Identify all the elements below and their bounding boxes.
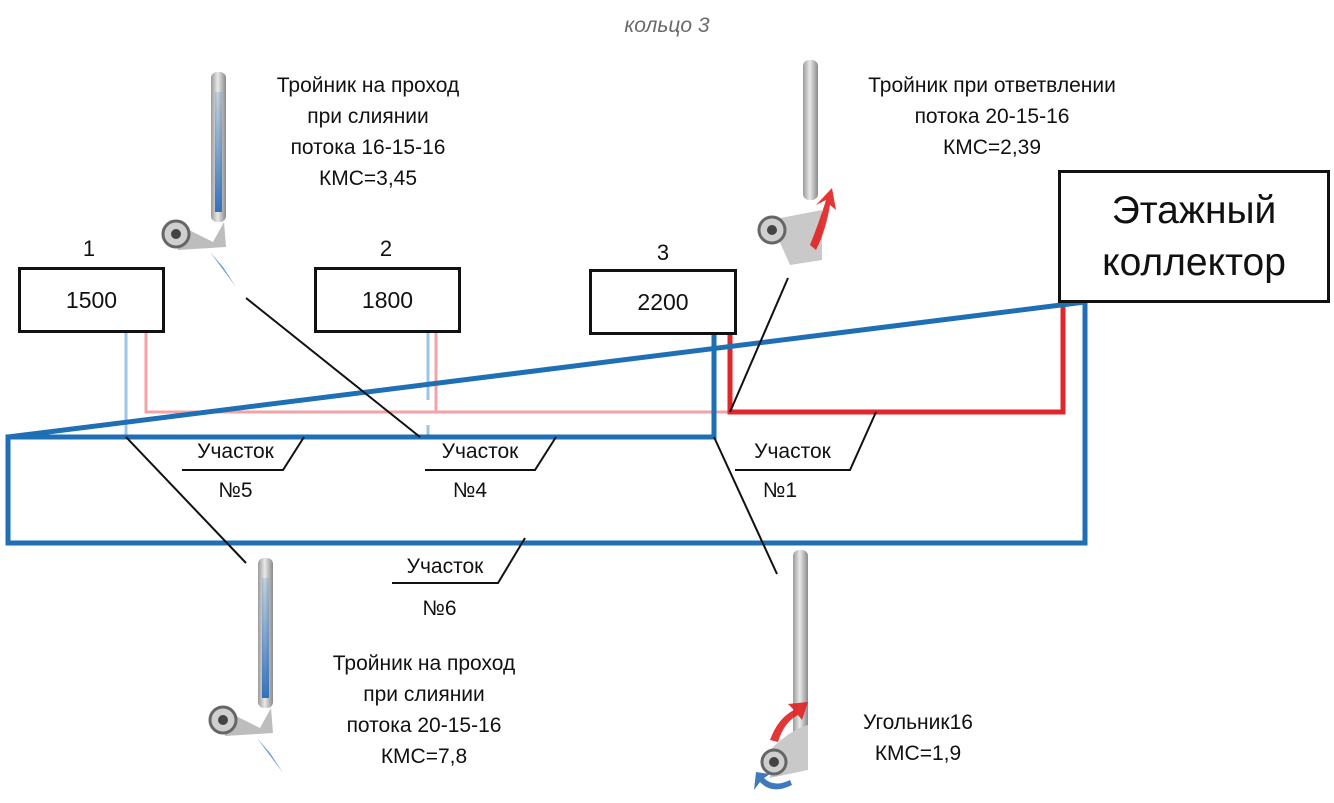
floor-collector: Этажный коллектор: [1058, 170, 1330, 303]
tee-branch-icon: [759, 60, 836, 265]
room-box-3: 2200: [589, 269, 737, 335]
section-5-number: №5: [188, 479, 283, 503]
section-1-label: Участок: [735, 440, 850, 464]
tee-pass-merge-icon-lower: [210, 558, 283, 773]
fitting-2-line2: потока 20-15-16: [832, 101, 1152, 132]
section-6-label: Участок: [392, 555, 498, 579]
fitting-1-line4: КМС=3,45: [248, 163, 488, 194]
fitting-1-line2: при слиянии: [248, 101, 488, 132]
fitting-1-text: Тройник на проход при слиянии потока 16-…: [248, 70, 488, 194]
fitting-2-text: Тройник при ответвлении потока 20-15-16 …: [832, 70, 1152, 163]
section-4-label: Участок: [425, 440, 535, 464]
room-box-2: 1800: [314, 267, 461, 333]
fitting-3-line3: потока 20-15-16: [298, 710, 550, 741]
return-ring-pipe: [8, 302, 1085, 543]
fitting-2-line3: КМС=2,39: [832, 132, 1152, 163]
fitting-4-line1: Угольник16: [838, 707, 998, 738]
leader-lines: [126, 278, 876, 583]
fitting-3-text: Тройник на проход при слиянии потока 20-…: [298, 648, 550, 772]
room-number-3: 3: [643, 240, 683, 266]
fitting-2-line1: Тройник при ответвлении: [832, 70, 1152, 101]
fitting-1-line1: Тройник на проход: [248, 70, 488, 101]
supply-branch-lines: [146, 333, 730, 412]
supply-main-pipe: [730, 302, 1063, 412]
collector-line2: коллектор: [1061, 237, 1327, 289]
section-1-number: №1: [735, 479, 825, 503]
fitting-3-line2: при слиянии: [298, 679, 550, 710]
fitting-4-line2: КМС=1,9: [838, 738, 998, 769]
tee-pass-merge-icon: [163, 72, 236, 287]
section-5-label: Участок: [188, 440, 283, 464]
room-number-1: 1: [69, 236, 109, 262]
fitting-1-line3: потока 16-15-16: [248, 132, 488, 163]
room-box-1: 1500: [18, 267, 165, 333]
fitting-3-line1: Тройник на проход: [298, 648, 550, 679]
room-number-2: 2: [366, 236, 406, 262]
diagram-title: кольцо 3: [0, 14, 1334, 38]
return-branch-lines: [126, 333, 428, 437]
collector-line1: Этажный: [1061, 185, 1327, 237]
elbow-icon: [754, 550, 808, 790]
fitting-3-line4: КМС=7,8: [298, 741, 550, 772]
section-6-number: №6: [392, 597, 487, 621]
fitting-4-text: Угольник16 КМС=1,9: [838, 707, 998, 769]
section-4-number: №4: [425, 479, 515, 503]
